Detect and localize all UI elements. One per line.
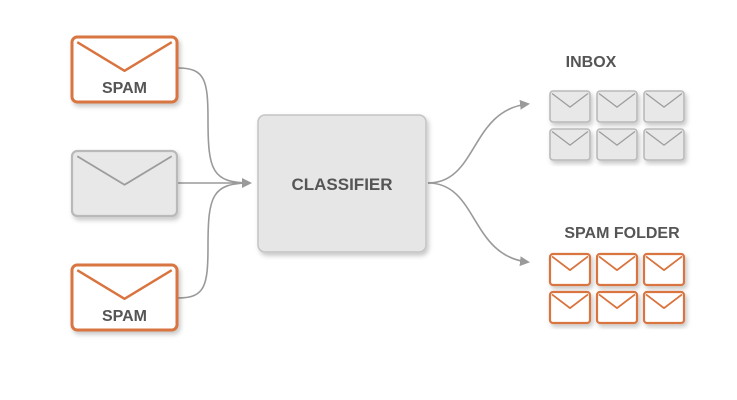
spam-folder-email-4 [548,290,592,325]
inbox-email-grid [549,90,685,161]
input-email-3-spam: SPAM [70,263,179,332]
input-emails: SPAM SPAM [70,35,179,332]
spam-label: SPAM [102,80,147,97]
inbox-email-3 [643,90,685,123]
input-email-1-spam: SPAM [70,35,179,104]
connector-input-1 [177,67,251,184]
connector-to-inbox [427,99,530,184]
inbox-title: INBOX [566,54,617,71]
inbox-email-4 [549,128,591,161]
spam-folder-email-2 [595,252,639,287]
connector-lines [177,67,530,299]
spam-label: SPAM [102,308,147,325]
inbox-email-2 [596,90,638,123]
spam-folder-email-5 [595,290,639,325]
classifier-label: CLASSIFIER [291,175,392,194]
spam-folder-email-6 [642,290,686,325]
spam-folder-email-1 [548,252,592,287]
spam-folder-email-grid [548,252,686,325]
connector-to-spam-folder [427,182,530,267]
classifier-box: CLASSIFIER [257,114,427,253]
input-email-2 [70,149,179,218]
spam-folder-email-3 [642,252,686,287]
inbox-email-1 [549,90,591,123]
inbox-email-5 [596,128,638,161]
connector-input-3 [177,178,252,299]
inbox-email-6 [643,128,685,161]
spam-folder-title: SPAM FOLDER [564,225,680,242]
